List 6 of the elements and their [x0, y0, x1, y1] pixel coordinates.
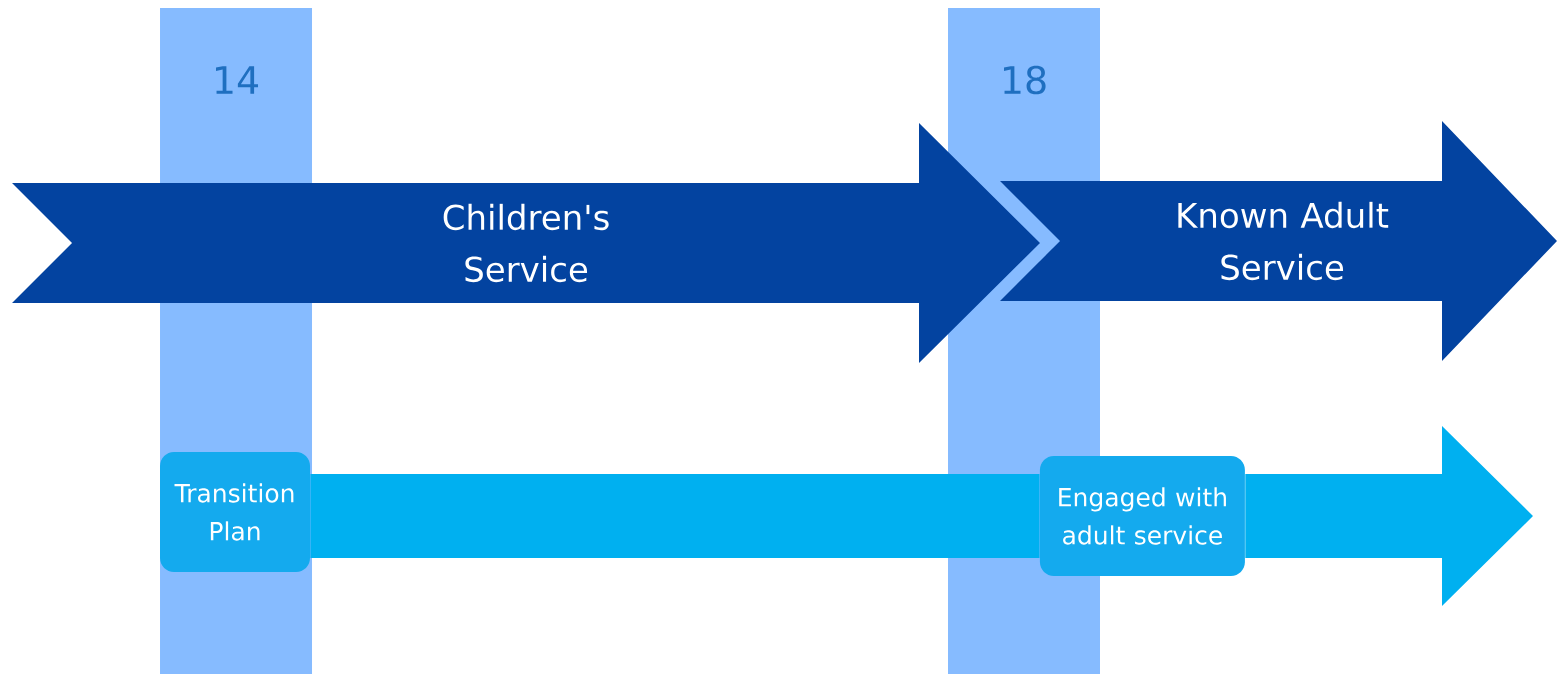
block-arrow — [310, 474, 1040, 558]
stage-box: Engaged with adult service — [1039, 456, 1245, 576]
age-label: 18 — [1004, 65, 1046, 95]
stage-box: Transition Plan — [160, 452, 310, 572]
block-arrow — [1245, 426, 1533, 606]
age-label: 14 — [216, 66, 259, 94]
